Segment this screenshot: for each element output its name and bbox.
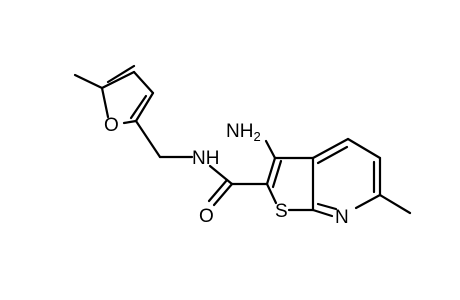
bond bbox=[346, 137, 382, 160]
thiophene-sulfur-label: S bbox=[275, 201, 288, 222]
bond bbox=[134, 91, 155, 123]
bond bbox=[265, 156, 277, 186]
bond bbox=[208, 164, 234, 186]
bond bbox=[311, 137, 350, 160]
furan-ring bbox=[73, 64, 155, 125]
pyridine-nitrogen-label: N bbox=[335, 207, 349, 228]
carbonyl-oxygen-label: O bbox=[199, 206, 214, 227]
bond bbox=[129, 94, 148, 120]
bond bbox=[271, 159, 283, 189]
atom-labels: NH2 NH O S N O bbox=[104, 115, 349, 228]
bond bbox=[73, 73, 104, 90]
bond bbox=[212, 182, 234, 207]
bond bbox=[316, 145, 349, 165]
bond bbox=[316, 202, 338, 211]
bond bbox=[122, 119, 138, 125]
bond bbox=[134, 119, 162, 159]
amide-nh-label: NH bbox=[192, 148, 219, 169]
bond bbox=[311, 208, 334, 218]
bond bbox=[100, 86, 110, 119]
amide-linker bbox=[134, 119, 269, 207]
bond bbox=[100, 70, 136, 90]
furan-oxygen-label: O bbox=[104, 115, 119, 136]
bond bbox=[354, 193, 382, 210]
bond bbox=[378, 193, 412, 215]
amino-group-label: NH2 bbox=[226, 121, 261, 144]
bond bbox=[265, 182, 278, 205]
bond bbox=[106, 64, 136, 84]
bond bbox=[132, 70, 155, 95]
pyridine-ring bbox=[311, 137, 412, 218]
thiophene-ring bbox=[264, 139, 315, 212]
bond bbox=[207, 178, 229, 203]
bond bbox=[264, 139, 277, 160]
